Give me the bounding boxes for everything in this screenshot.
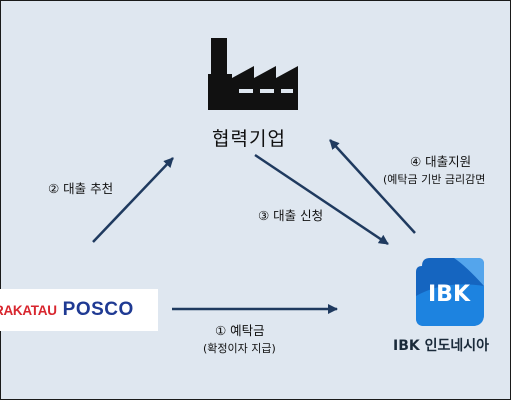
- arrow-apply: [254, 153, 389, 246]
- posco-logo-text: POSCO: [62, 299, 134, 320]
- step2-label: ② 대출 추천: [48, 181, 114, 196]
- ibk-logo-text: IBK: [428, 282, 471, 307]
- bank-label: IBK 인도네시아: [393, 338, 490, 354]
- factory-icon: [208, 38, 298, 110]
- krakatau-logo-text: RAKATAU: [0, 302, 57, 318]
- arrow-support: [329, 139, 416, 234]
- ibk-logo: IBK: [416, 258, 484, 326]
- krakatau-posco-logo: RAKATAU POSCO: [0, 289, 158, 331]
- step4-sublabel: (예탁금 기반 금리감면: [383, 173, 486, 186]
- step1-label: ① 예탁금: [215, 323, 265, 338]
- step4-label: ④ 대출지원: [410, 154, 472, 169]
- step3-label: ③ 대출 신청: [258, 208, 324, 223]
- step1-sublabel: (확정이자 지급): [203, 342, 276, 355]
- company-label: 협력기업: [212, 128, 286, 150]
- arrow-recommend: [92, 157, 174, 243]
